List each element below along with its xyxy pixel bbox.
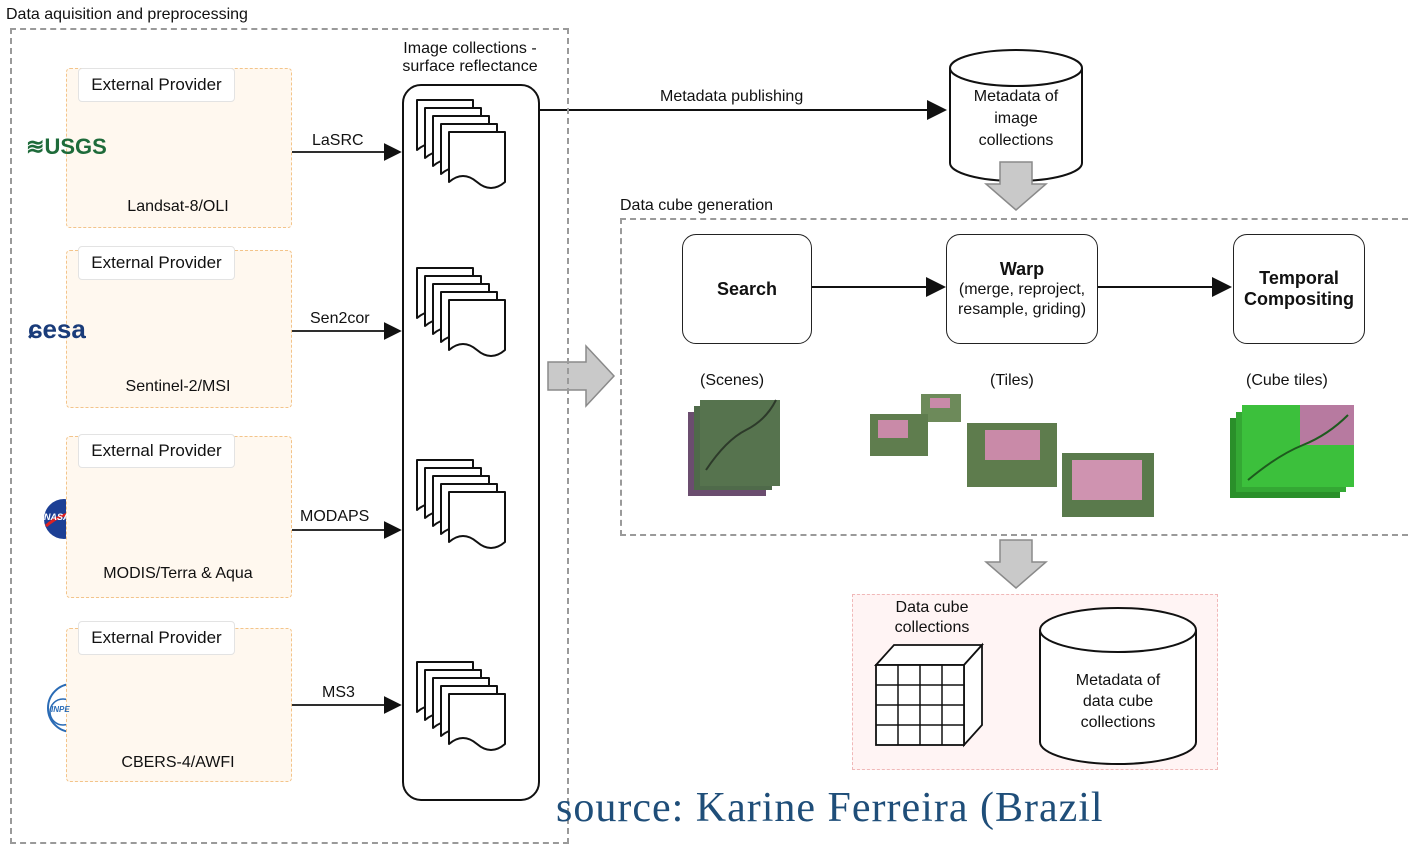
nasa-logo-text: NASA — [44, 512, 70, 522]
cube-tiles-image-stack — [1230, 405, 1354, 498]
scenes-caption: (Scenes) — [700, 372, 765, 389]
image-collections-label: Image collections - surface reflectance — [402, 40, 538, 75]
external-provider-label: External Provider — [78, 246, 235, 280]
cube-metadata-db-label: Metadata of data cube collections — [1075, 672, 1161, 731]
right-arrow-to-cube-icon — [547, 344, 616, 408]
cube-metadata-db-icon — [1039, 607, 1197, 765]
acquisition-title: Data aquisition and preprocessing — [6, 6, 248, 23]
usgs-logo-icon: ≋USGS — [26, 134, 107, 159]
metadata-publishing-label: Metadata publishing — [660, 88, 804, 105]
satellite-label-cbers: CBERS-4/AWFI — [121, 754, 235, 771]
down-arrow-to-cube-icon — [983, 161, 1049, 211]
processor-label-ms3: MS3 — [322, 684, 355, 701]
warp-node: Warp (merge, reproject, resample, gridin… — [946, 234, 1098, 344]
satellite-label-landsat: Landsat-8/OLI — [127, 198, 229, 215]
esa-logo-icon: ɕesa — [28, 314, 86, 344]
external-provider-label: External Provider — [78, 68, 235, 102]
processor-label-sen2cor: Sen2cor — [310, 310, 370, 327]
tiles-caption: (Tiles) — [990, 372, 1034, 389]
external-provider-label: External Provider — [78, 434, 235, 468]
search-node: Search — [682, 234, 812, 344]
cube-tiles-caption: (Cube tiles) — [1246, 372, 1328, 389]
cube-generation-panel — [620, 218, 1408, 536]
source-note: source: Karine Ferreira (Brazil — [556, 785, 1104, 831]
inpe-logo-text: INPE — [51, 705, 70, 714]
image-metadata-db-icon — [949, 49, 1083, 182]
processor-label-lasrc: LaSRC — [312, 132, 364, 149]
satellite-label-modis: MODIS/Terra & Aqua — [103, 565, 253, 582]
acquisition-panel — [10, 28, 569, 844]
processor-label-modaps: MODAPS — [300, 508, 370, 525]
down-arrow-to-output-icon — [983, 539, 1049, 589]
external-provider-label: External Provider — [78, 621, 235, 655]
data-cube-icon — [873, 642, 985, 748]
tiles-images — [870, 394, 1154, 517]
satellite-label-sentinel: Sentinel-2/MSI — [125, 378, 231, 395]
data-cube-collections-label: Data cube collections — [894, 599, 970, 636]
image-collections-container — [402, 84, 540, 801]
cube-generation-title: Data cube generation — [620, 197, 773, 214]
temporal-compositing-node: Temporal Compositing — [1233, 234, 1365, 344]
image-metadata-db-label: Metadata of image collections — [973, 88, 1059, 149]
scenes-image-stack — [688, 399, 780, 496]
